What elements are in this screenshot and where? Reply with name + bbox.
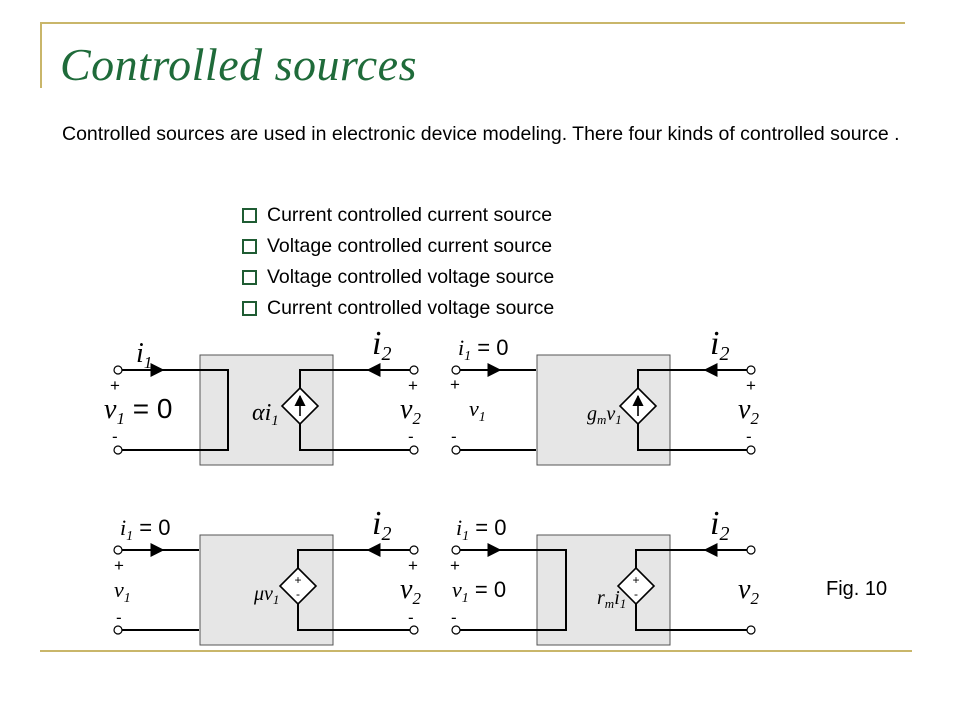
slide-title: Controlled sources bbox=[60, 39, 417, 90]
output-terminal-top bbox=[409, 545, 419, 555]
input-terminal-top bbox=[451, 365, 461, 375]
minus-sign: - bbox=[451, 608, 457, 627]
frame-bottom-rule bbox=[40, 650, 912, 652]
minus-sign: - bbox=[112, 427, 118, 446]
input-terminal-top bbox=[113, 365, 123, 375]
plus-sign: + bbox=[450, 556, 460, 575]
svg-text:v2: v2 bbox=[400, 394, 421, 428]
checkbox-bullet-icon bbox=[242, 270, 257, 285]
svg-text:i1: i1 bbox=[136, 338, 152, 372]
output-terminal-bottom bbox=[746, 445, 756, 455]
input-terminal-top bbox=[113, 545, 123, 555]
cccs-circuit: i1 + v1 = 0 - αi1 i2 + v2 - bbox=[104, 325, 421, 466]
vcvs-circuit: + - i1 = 0 + v1 - μv1 i2 + v2 - bbox=[113, 505, 421, 646]
plus-sign: + bbox=[110, 376, 120, 395]
plus-sign: + bbox=[746, 376, 756, 395]
output-bottom-wire bbox=[299, 424, 410, 451]
input-terminal-top bbox=[451, 545, 461, 555]
intro-paragraph: Controlled sources are used in electroni… bbox=[62, 123, 900, 145]
minus-sign: - bbox=[408, 427, 414, 446]
svg-text:v2: v2 bbox=[400, 574, 421, 608]
output-bottom-wire bbox=[637, 424, 747, 451]
output-terminal-top bbox=[746, 365, 756, 375]
plus-sign: + bbox=[450, 375, 460, 394]
input-terminal-bottom bbox=[113, 445, 123, 455]
plus-sign: + bbox=[114, 556, 124, 575]
output-terminal-top bbox=[746, 545, 756, 555]
svg-text:i1 = 0: i1 = 0 bbox=[456, 515, 506, 544]
svg-text:v1: v1 bbox=[114, 577, 131, 606]
svg-text:i2: i2 bbox=[710, 325, 729, 365]
dependent-voltage-source-icon bbox=[278, 566, 318, 606]
output-terminal-bottom bbox=[409, 445, 419, 455]
vccs-circuit: i1 = 0 + v1 - gmv1 i2 + v2 - bbox=[450, 325, 759, 466]
two-port-box bbox=[536, 534, 671, 646]
source-plus-sign: + bbox=[294, 573, 301, 587]
output-bottom-wire bbox=[297, 604, 410, 631]
checkbox-bullet-icon bbox=[242, 208, 257, 223]
output-terminal-bottom bbox=[746, 625, 756, 635]
figure-label: Fig. 10 bbox=[826, 578, 888, 600]
frame-top-rule bbox=[40, 22, 905, 24]
minus-sign: - bbox=[116, 608, 122, 627]
svg-text:i2: i2 bbox=[372, 505, 391, 545]
svg-text:i2: i2 bbox=[710, 505, 729, 545]
svg-text:i1 = 0: i1 = 0 bbox=[458, 335, 508, 364]
list-item: Voltage controlled voltage source bbox=[242, 262, 554, 293]
plus-sign: + bbox=[408, 556, 418, 575]
input-terminal-bottom bbox=[113, 625, 123, 635]
dependent-voltage-source-icon bbox=[616, 566, 656, 606]
svg-text:v1 = 0: v1 = 0 bbox=[104, 393, 172, 428]
minus-sign: - bbox=[408, 608, 414, 627]
svg-text:αi1: αi1 bbox=[252, 400, 279, 429]
list-item: Current controlled voltage source bbox=[242, 293, 554, 324]
minus-sign: - bbox=[451, 427, 457, 446]
input-terminal-bottom bbox=[451, 445, 461, 455]
checkbox-bullet-icon bbox=[242, 239, 257, 254]
svg-text:v1: v1 bbox=[469, 396, 486, 425]
output-bottom-wire bbox=[635, 604, 747, 631]
svg-text:gmv1: gmv1 bbox=[587, 403, 622, 427]
svg-text:i1 = 0: i1 = 0 bbox=[120, 515, 170, 544]
source-minus-sign: - bbox=[296, 587, 300, 601]
svg-text:μv1: μv1 bbox=[253, 583, 279, 607]
checkbox-bullet-icon bbox=[242, 301, 257, 316]
ccvs-circuit: + - i1 = 0 + v1 = 0 - rmi1 i2 v2 bbox=[450, 505, 759, 646]
svg-text:v1 = 0: v1 = 0 bbox=[452, 577, 506, 606]
input-short-wire bbox=[460, 549, 567, 631]
source-kinds-list: Current controlled current source Voltag… bbox=[242, 200, 554, 324]
source-plus-sign: + bbox=[632, 573, 639, 587]
frame-left-rule bbox=[40, 22, 42, 88]
minus-sign: - bbox=[746, 427, 752, 446]
svg-text:v2: v2 bbox=[738, 394, 759, 428]
output-terminal-top bbox=[409, 365, 419, 375]
svg-text:v2: v2 bbox=[738, 574, 759, 608]
plus-sign: + bbox=[408, 376, 418, 395]
list-item: Voltage controlled current source bbox=[242, 231, 554, 262]
svg-text:i2: i2 bbox=[372, 325, 391, 365]
list-item: Current controlled current source bbox=[242, 200, 554, 231]
input-short-wire bbox=[122, 369, 229, 451]
output-terminal-bottom bbox=[409, 625, 419, 635]
svg-text:rmi1: rmi1 bbox=[597, 587, 626, 611]
input-terminal-bottom bbox=[451, 625, 461, 635]
source-minus-sign: - bbox=[634, 587, 638, 601]
